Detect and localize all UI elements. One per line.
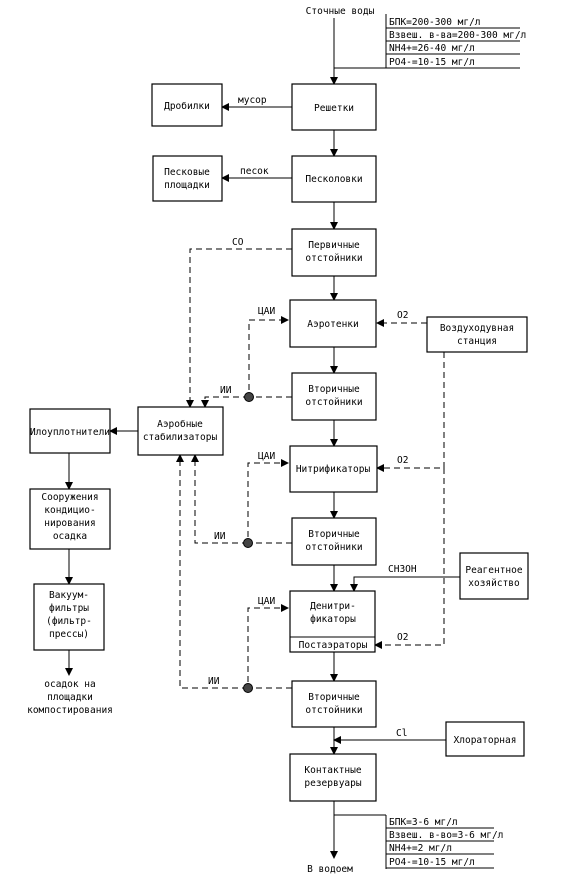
box-label: Вторичные (308, 529, 360, 540)
flow-label-ii: ИИ (208, 676, 220, 687)
flow-label-o2: O2 (397, 632, 408, 643)
param-row: БПК=200-300 мг/л (389, 17, 481, 28)
box-label: Вакуум- (49, 590, 89, 601)
box-reagentnoe-khozyaystvo: Реагентное хозяйство (459, 552, 529, 600)
box-label: площадки (164, 180, 210, 191)
box-label: Хлораторная (454, 735, 517, 746)
box-label: станция (457, 336, 497, 347)
box-sooruzheniya-konditsionirovaniya: Сооружения кондицио- нирования осадка (29, 488, 111, 550)
box-pervichnye-otstoyniki: Первичные отстойники (291, 228, 377, 277)
side-flow-lines (65, 67, 520, 744)
box-label: Контактные (304, 765, 361, 776)
param-row: NH4+=26-40 мг/л (389, 43, 475, 54)
box-peskovye-ploshchadki: Песковые площадки (152, 155, 223, 202)
box-vtorichnye-otstoyniki-2: Вторичные отстойники (291, 517, 377, 566)
param-row: NH4+=2 мг/л (389, 843, 452, 854)
box-label: Воздуходувная (440, 323, 514, 334)
output-label: В водоем (307, 864, 353, 875)
box-label: Постаэраторы (299, 640, 368, 651)
box-label: осадка (53, 531, 87, 542)
flow-label-o2: O2 (397, 310, 408, 321)
box-label: хозяйство (468, 578, 520, 589)
box-label: фильтры (49, 603, 89, 614)
box-label: кондицио- (44, 505, 95, 516)
box-label: Аэробные (157, 419, 203, 430)
input-label: Сточные воды (306, 6, 375, 17)
box-vtorichnye-otstoyniki-1: Вторичные отстойники (291, 372, 377, 421)
box-label: Решетки (314, 103, 354, 114)
box-label: прессы) (49, 629, 89, 640)
box-label: Аэротенки (307, 319, 358, 330)
box-label: фикаторы (310, 614, 356, 625)
box-label: Вторичные (308, 384, 360, 395)
box-label: отстойники (305, 705, 362, 716)
outlet-params-table: БПК=3-6 мг/л Взвеш. в-во=3-6 мг/л NH4+=2… (334, 814, 503, 869)
box-label: Реагентное (465, 565, 522, 576)
box-label: Песколовки (305, 174, 362, 185)
param-row: Взвеш. в-ва=200-300 мг/л (389, 30, 526, 41)
box-label: Илоуплотнители (30, 427, 110, 438)
junction-dot (244, 392, 254, 402)
box-label: стабилизаторы (143, 432, 218, 443)
flow-label-tsai: ЦАИ (258, 451, 275, 462)
box-vakuum-filtry: Вакуум- фильтры (фильтр- прессы) (33, 583, 105, 651)
box-label: Вторичные (308, 692, 360, 703)
flow-label-ii: ИИ (214, 531, 226, 542)
box-khloratornaya: Хлораторная (445, 721, 525, 757)
box-ilouplotniteli: Илоуплотнители (29, 408, 111, 454)
flow-label-tsai: ЦАИ (258, 596, 275, 607)
box-vozdukhoduvnaya-stantsiya: Воздуходувная станция (426, 316, 528, 353)
param-row: PO4-=10-15 мг/л (389, 857, 475, 868)
box-aerotenki: Аэротенки (289, 299, 377, 348)
box-label: отстойники (305, 253, 362, 264)
box-kontaktnye-rezervuary: Контактные резервуары (289, 753, 377, 802)
box-label: (фильтр- (46, 616, 92, 627)
box-label: Дробилки (164, 101, 210, 112)
junction-dot (243, 538, 253, 548)
box-label: отстойники (305, 542, 362, 553)
sludge-destination-label: осадок на (44, 679, 95, 690)
box-label: Песковые (164, 167, 210, 178)
flow-label-musor: мусор (238, 95, 267, 106)
box-label: Сооружения (41, 492, 98, 503)
sludge-destination-label: компостирования (27, 705, 113, 716)
flow-label-pesok: песок (240, 166, 269, 177)
box-nitrifikatory: Нитрификаторы (289, 445, 378, 493)
flow-label-o2: O2 (397, 455, 408, 466)
flow-label-ii: ИИ (220, 385, 232, 396)
box-aerobnye-stabilizatory: Аэробные стабилизаторы (137, 406, 224, 456)
box-label: нирования (44, 518, 95, 529)
box-label: Первичные (308, 240, 360, 251)
param-row: БПК=3-6 мг/л (389, 817, 458, 828)
box-peskolovki: Песколовки (291, 155, 377, 203)
param-row: PO4-=10-15 мг/л (389, 57, 475, 68)
junction-dot (243, 683, 253, 693)
sludge-destination-label: площадки (47, 692, 93, 703)
flow-label-ch3oh: CH3OH (388, 564, 417, 575)
box-label: Денитри- (310, 601, 356, 612)
box-label: резервуары (304, 778, 361, 789)
box-denitrifikatory: Денитри- фикаторы Постаэраторы (289, 590, 376, 653)
box-vtorichnye-otstoyniki-3: Вторичные отстойники (291, 680, 377, 728)
box-drobilki: Дробилки (151, 83, 223, 127)
flow-label-so: СО (232, 237, 244, 248)
box-label: Нитрификаторы (296, 464, 371, 475)
box-label: отстойники (305, 397, 362, 408)
param-row: Взвеш. в-во=3-6 мг/л (389, 830, 503, 841)
flow-label-tsai: ЦАИ (258, 306, 275, 317)
dashed-flow-lines (176, 248, 445, 689)
box-reshetki: Решетки (291, 83, 377, 131)
inlet-params-table: БПК=200-300 мг/л Взвеш. в-ва=200-300 мг/… (385, 14, 526, 68)
flow-label-cl: Cl (396, 728, 407, 739)
